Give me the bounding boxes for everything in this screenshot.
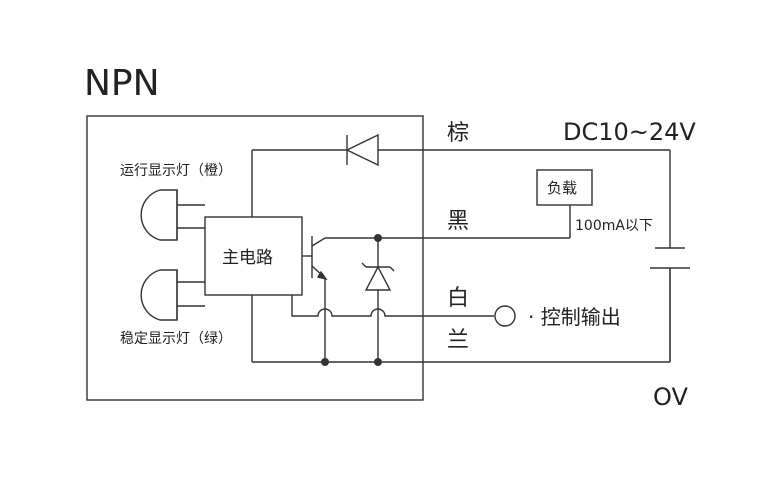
load-label: 负载 (547, 179, 577, 197)
brown-supply-line (251, 149, 671, 248)
junction-dot (374, 234, 382, 242)
wire-label-brown: 棕 (447, 121, 469, 146)
wire-label-black: 黑 (447, 209, 469, 234)
junction-dot (374, 358, 382, 366)
load-current-label: 100mA以下 (575, 218, 653, 234)
main-circuit-label: 主电路 (222, 248, 273, 268)
stable-led-icon (140, 269, 205, 321)
npn-transistor-icon (302, 236, 378, 362)
wire-label-white-1: 白 (447, 286, 469, 311)
zener-diode-icon (361, 238, 395, 362)
dc-supply-battery-icon (650, 247, 690, 362)
junction-dot (321, 358, 329, 366)
zero-volt-label: OV (653, 383, 688, 411)
run-led-icon (140, 189, 205, 241)
control-output-terminal (494, 305, 516, 327)
wire-label-white-2: 兰 (447, 328, 469, 353)
control-output-label: · 控制输出 (528, 305, 621, 329)
load-box (536, 169, 593, 206)
white-control-line (291, 295, 494, 317)
black-output-line (378, 205, 571, 239)
sensor-enclosure (86, 115, 424, 401)
supply-voltage-label: DC10~24V (563, 118, 696, 146)
protection-diode-icon (345, 133, 379, 167)
diagram-title: NPN (84, 63, 160, 104)
run-led-label: 运行显示灯（橙） (120, 163, 232, 179)
stable-led-label: 稳定显示灯（绿） (120, 331, 232, 347)
